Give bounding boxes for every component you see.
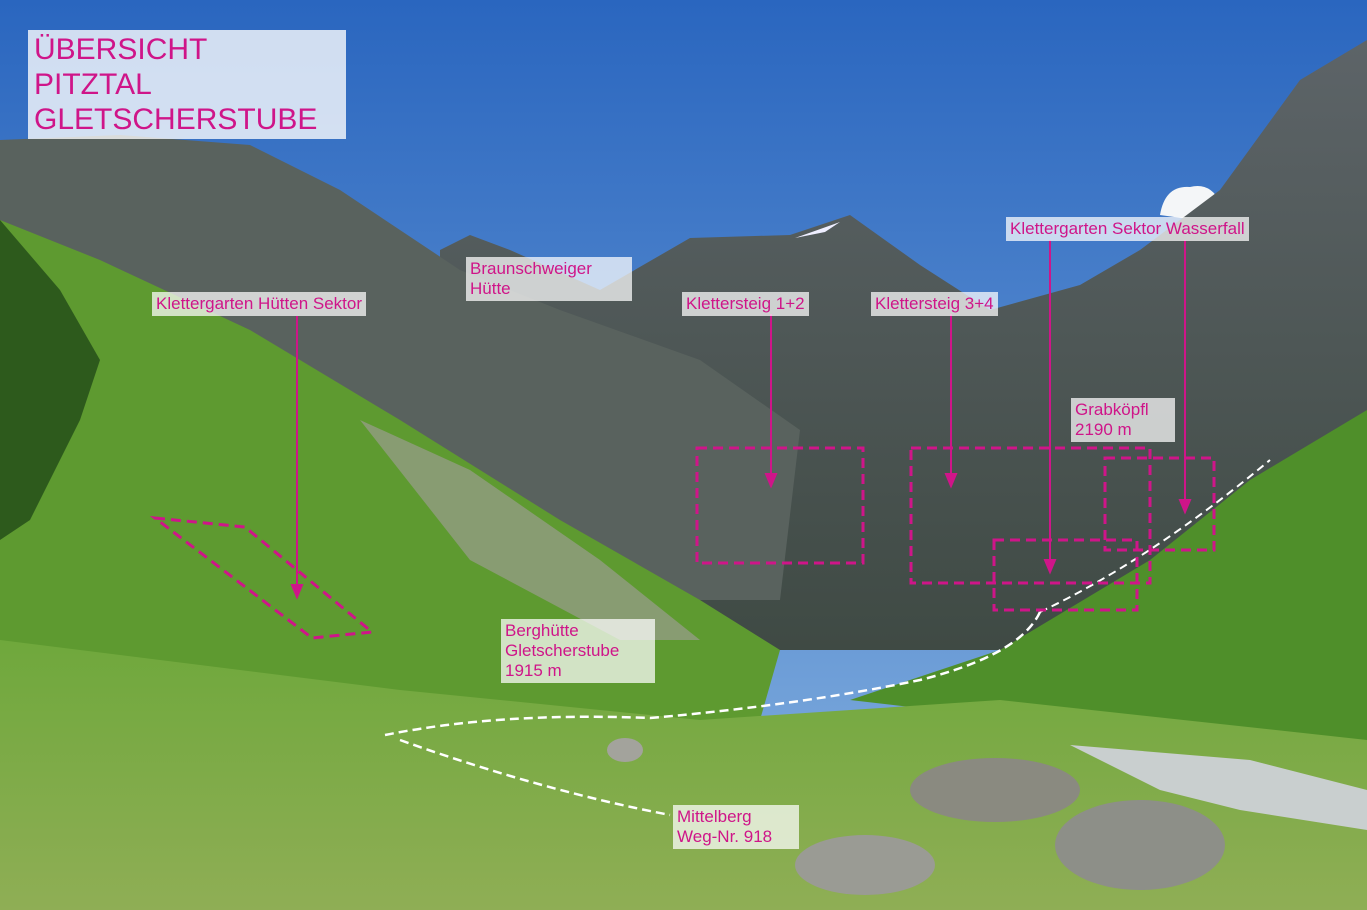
label-klettersteig-12: Klettersteig 1+2	[682, 292, 809, 316]
scree	[360, 420, 700, 640]
boulder	[795, 835, 935, 895]
label-braunschweiger-huette: Braunschweiger Hütte	[466, 257, 632, 301]
label-grabkoepfl: Grabköpfl 2190 m	[1071, 398, 1175, 442]
trail-mittelberg	[399, 738, 671, 817]
snow	[795, 222, 840, 238]
green-slope-right	[850, 410, 1367, 760]
overview-title: ÜBERSICHT PITZTAL GLETSCHERSTUBE	[28, 30, 346, 139]
arrow-icon	[764, 473, 778, 489]
boulder	[607, 738, 643, 762]
trees-left	[0, 220, 100, 540]
label-berghuette: Berghütte Gletscherstube 1915 m	[501, 619, 655, 683]
area-klettersteig-12	[695, 446, 865, 565]
label-mittelberg: Mittelberg Weg-Nr. 918	[673, 805, 799, 849]
area-wasserfall-b	[1103, 456, 1216, 552]
area-klettersteig-34	[909, 446, 1152, 585]
title-line: PITZTAL	[34, 68, 152, 101]
trail-path	[1039, 459, 1271, 613]
boulder	[910, 758, 1080, 822]
area-wasserfall-a	[992, 538, 1139, 612]
title-line: ÜBERSICHT	[34, 33, 208, 66]
label-huetten-sektor: Klettergarten Hütten Sektor	[152, 292, 367, 316]
arrow-icon	[290, 584, 304, 600]
trail-path	[384, 611, 1042, 737]
label-sektor-wasserfall: Klettergarten Sektor Wasserfall	[1006, 217, 1249, 241]
arrow-icon	[944, 473, 958, 489]
stream	[1070, 745, 1367, 830]
boulder	[1055, 800, 1225, 890]
arrow-icon	[1178, 499, 1192, 515]
valley-floor	[0, 640, 1367, 910]
label-klettersteig-34: Klettersteig 3+4	[871, 292, 998, 316]
arrow-icon	[1043, 559, 1057, 575]
title-line: GLETSCHERSTUBE	[34, 103, 318, 136]
